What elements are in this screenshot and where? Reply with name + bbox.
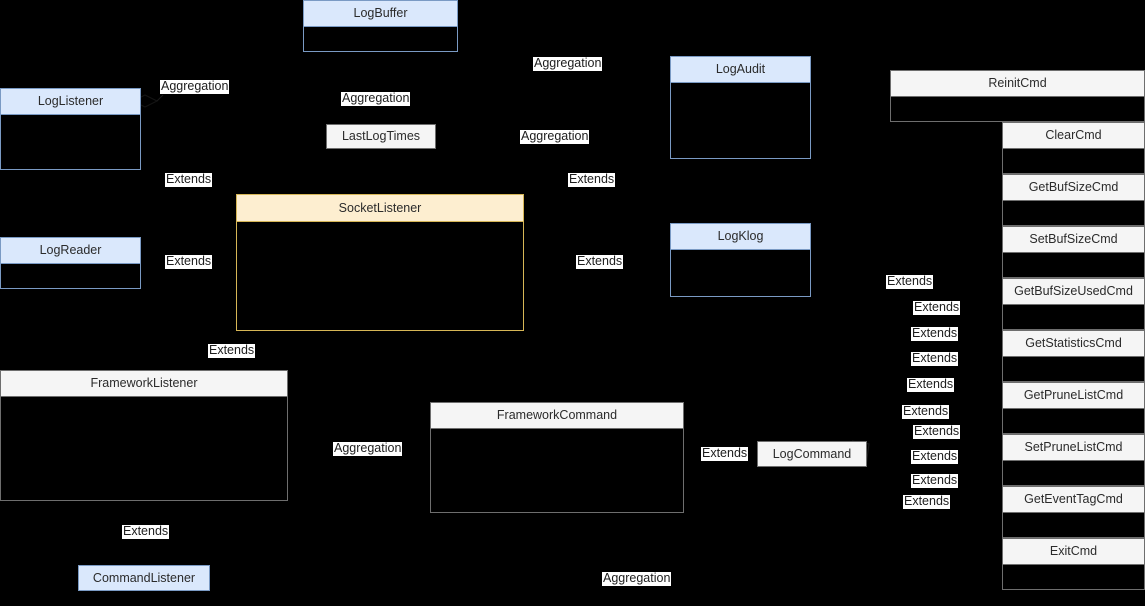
class-title-log-audit: LogAudit [671, 57, 810, 83]
class-body-framework-listener [1, 397, 287, 500]
edge-label-aggregation-5: Aggregation [333, 441, 403, 456]
class-box-get-prune-list-cmd[interactable]: GetPruneListCmd [1002, 382, 1145, 434]
class-box-framework-command[interactable]: FrameworkCommand [430, 402, 684, 513]
class-box-exit-cmd[interactable]: ExitCmd [1002, 538, 1145, 590]
class-box-log-klog[interactable]: LogKlog [670, 223, 811, 297]
edge-label-extends-cmd-4: Extends [911, 351, 959, 366]
class-title-get-buf-size-used-cmd: GetBufSizeUsedCmd [1003, 279, 1144, 305]
edge-label-extends-log-command: Extends [701, 446, 749, 461]
edge-label-aggregation-3: Aggregation [533, 56, 603, 71]
class-body-set-prune-list-cmd [1003, 461, 1144, 485]
class-title-socket-listener: SocketListener [237, 195, 523, 222]
class-box-log-audit[interactable]: LogAudit [670, 56, 811, 159]
edge-label-extends-log-listener: Extends [165, 172, 213, 187]
class-body-socket-listener [237, 222, 523, 330]
class-box-socket-listener[interactable]: SocketListener [236, 194, 524, 331]
class-box-clear-cmd[interactable]: ClearCmd [1002, 122, 1145, 174]
class-box-get-buf-size-cmd[interactable]: GetBufSizeCmd [1002, 174, 1145, 226]
class-box-log-reader[interactable]: LogReader [0, 237, 141, 289]
class-title-log-listener: LogListener [1, 89, 140, 115]
edge-label-extends-framework-listener: Extends [208, 343, 256, 358]
class-body-clear-cmd [1003, 149, 1144, 173]
class-title-command-listener: CommandListener [79, 566, 209, 590]
class-body-log-reader [1, 264, 140, 288]
edge-label-aggregation-6: Aggregation [602, 571, 672, 586]
edge-label-extends-log-audit: Extends [568, 172, 616, 187]
class-title-set-prune-list-cmd: SetPruneListCmd [1003, 435, 1144, 461]
class-title-last-log-times: LastLogTimes [327, 125, 435, 148]
class-body-log-audit [671, 83, 810, 158]
edge-label-aggregation-4: Aggregation [520, 129, 590, 144]
class-body-log-klog [671, 250, 810, 296]
class-body-get-buf-size-used-cmd [1003, 305, 1144, 329]
class-box-log-command[interactable]: LogCommand [757, 441, 867, 467]
class-body-log-buffer [304, 27, 457, 51]
class-title-exit-cmd: ExitCmd [1003, 539, 1144, 565]
edge-label-extends-log-klog: Extends [576, 254, 624, 269]
class-body-exit-cmd [1003, 565, 1144, 589]
edge-label-extends-command-listener: Extends [122, 524, 170, 539]
class-box-framework-listener[interactable]: FrameworkListener [0, 370, 288, 501]
class-body-set-buf-size-cmd [1003, 253, 1144, 277]
class-title-log-klog: LogKlog [671, 224, 810, 250]
edge-label-extends-cmd-7: Extends [913, 424, 961, 439]
edge-label-aggregation-1: Aggregation [160, 79, 230, 94]
edge-label-extends-cmd-1: Extends [886, 274, 934, 289]
class-title-get-buf-size-cmd: GetBufSizeCmd [1003, 175, 1144, 201]
class-body-get-prune-list-cmd [1003, 409, 1144, 433]
edge-label-extends-cmd-8: Extends [911, 449, 959, 464]
class-title-log-buffer: LogBuffer [304, 1, 457, 27]
class-box-command-listener[interactable]: CommandListener [78, 565, 210, 591]
class-title-framework-command: FrameworkCommand [431, 403, 683, 429]
edge-label-aggregation-2: Aggregation [341, 91, 411, 106]
class-box-get-event-tag-cmd[interactable]: GetEventTagCmd [1002, 486, 1145, 538]
class-body-get-buf-size-cmd [1003, 201, 1144, 225]
class-title-log-reader: LogReader [1, 238, 140, 264]
class-body-log-listener [1, 115, 140, 169]
class-title-set-buf-size-cmd: SetBufSizeCmd [1003, 227, 1144, 253]
class-body-get-statistics-cmd [1003, 357, 1144, 381]
class-title-framework-listener: FrameworkListener [1, 371, 287, 397]
class-body-framework-command [431, 429, 683, 512]
edge-label-extends-cmd-9: Extends [911, 473, 959, 488]
class-title-clear-cmd: ClearCmd [1003, 123, 1144, 149]
class-box-last-log-times[interactable]: LastLogTimes [326, 124, 436, 149]
edge-label-extends-cmd-2: Extends [913, 300, 961, 315]
class-box-log-listener[interactable]: LogListener [0, 88, 141, 170]
class-box-set-prune-list-cmd[interactable]: SetPruneListCmd [1002, 434, 1145, 486]
class-body-get-event-tag-cmd [1003, 513, 1144, 537]
class-title-get-statistics-cmd: GetStatisticsCmd [1003, 331, 1144, 357]
class-title-get-prune-list-cmd: GetPruneListCmd [1003, 383, 1144, 409]
edge-label-extends-cmd-10: Extends [903, 494, 951, 509]
class-box-log-buffer[interactable]: LogBuffer [303, 0, 458, 52]
edge-label-extends-cmd-6: Extends [902, 404, 950, 419]
class-box-get-buf-size-used-cmd[interactable]: GetBufSizeUsedCmd [1002, 278, 1145, 330]
edge-label-extends-log-reader: Extends [165, 254, 213, 269]
edge-label-extends-cmd-5: Extends [907, 377, 955, 392]
class-box-reinit-cmd[interactable]: ReinitCmd [890, 70, 1145, 122]
class-title-get-event-tag-cmd: GetEventTagCmd [1003, 487, 1144, 513]
class-box-get-statistics-cmd[interactable]: GetStatisticsCmd [1002, 330, 1145, 382]
class-body-reinit-cmd [891, 97, 1144, 121]
class-title-log-command: LogCommand [758, 442, 866, 466]
class-box-set-buf-size-cmd[interactable]: SetBufSizeCmd [1002, 226, 1145, 278]
class-title-reinit-cmd: ReinitCmd [891, 71, 1144, 97]
edge-label-extends-cmd-3: Extends [911, 326, 959, 341]
